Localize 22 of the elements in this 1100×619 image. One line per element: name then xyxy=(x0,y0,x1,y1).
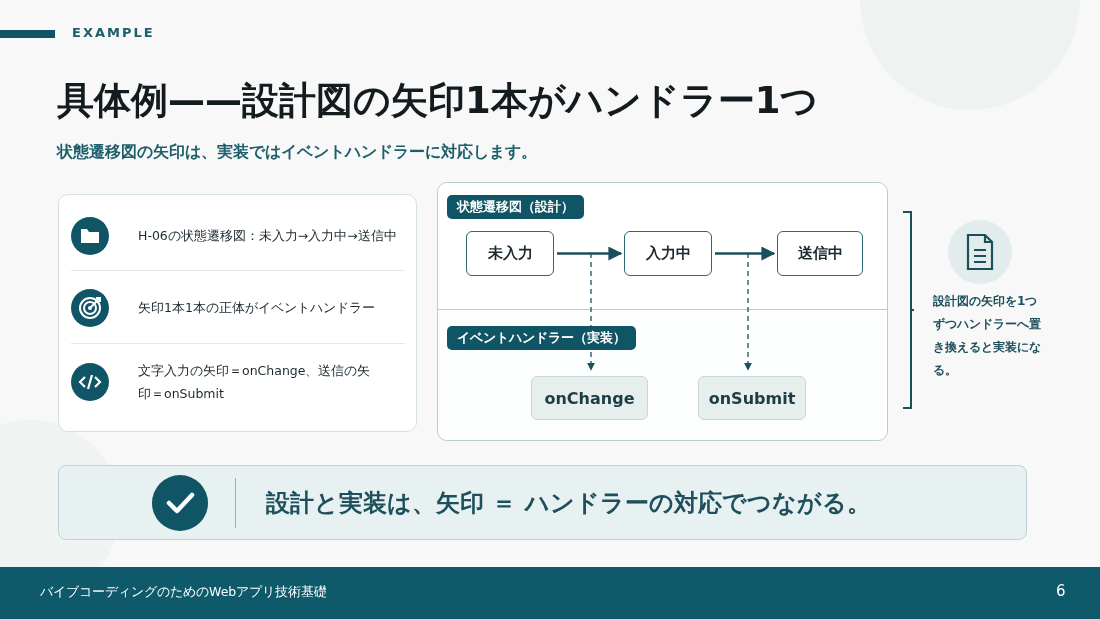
diagram-section xyxy=(438,183,887,310)
list-item: 矢印1本1本の正体がイベントハンドラー xyxy=(138,299,376,317)
subtitle: 状態遷移図の矢印は、実装ではイベントハンドラーに対応します。 xyxy=(57,142,537,163)
dashed-arrow xyxy=(587,252,595,371)
state-box: 送信中 xyxy=(777,231,863,276)
dashed-arrow xyxy=(744,252,752,371)
conclusion-text: 設計と実装は、矢印 ＝ ハンドラーの対応でつながる。 xyxy=(266,488,871,519)
section-tag: イベントハンドラー（実装） xyxy=(447,326,636,350)
section-tag: 状態遷移図（設計） xyxy=(447,195,584,219)
arrow xyxy=(557,246,623,261)
note-text: 設計図の矢印を1つずつハンドラーへ置き換えると実装になる。 xyxy=(933,293,1042,379)
page-number: 6 xyxy=(1056,582,1066,600)
handler-box: onSubmit xyxy=(698,376,806,420)
list-item: H-06の状態遷移図：未入力→入力中→送信中 xyxy=(138,227,398,245)
slide-title: 具体例——設計図の矢印1本がハンドラー1つ xyxy=(57,78,819,124)
footer-text: バイブコーディングのためのWebアプリ技術基礎 xyxy=(40,584,328,601)
arrow xyxy=(715,246,776,261)
handler-box: onChange xyxy=(531,376,648,420)
section-label: EXAMPLE xyxy=(72,25,155,40)
list-item: 文字入力の矢印＝onChange、送信の矢印＝onSubmit xyxy=(138,362,372,403)
state-box: 入力中 xyxy=(624,231,712,276)
state-box: 未入力 xyxy=(466,231,554,276)
